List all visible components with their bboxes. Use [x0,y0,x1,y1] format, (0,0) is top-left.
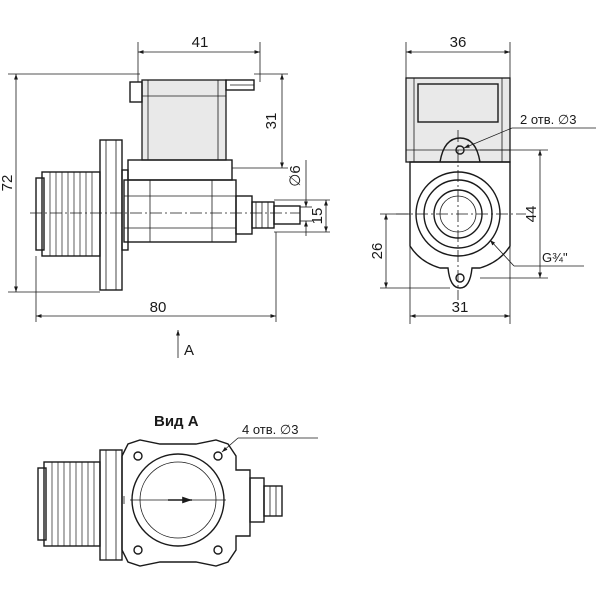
dim-d6: ∅6 [287,165,304,186]
front-body [409,161,511,289]
dim-72: 72 [0,175,16,192]
view-a-body [121,439,251,567]
view-a-hole-4 [213,545,223,555]
thread-lines [49,172,93,256]
view-a-title: Вид А [154,413,199,430]
valve-body-top [127,159,233,181]
note-thread: G¾" [542,250,568,265]
side-view: 41 72 31 ∅6 15 80 A [0,34,330,359]
dim-15: 15 [309,208,326,225]
valve-body [123,179,237,243]
view-a-hole-1 [133,451,143,461]
dim-31-bottom: 31 [452,299,469,316]
view-a: Вид А [37,413,318,567]
dim-31: 31 [263,113,280,130]
view-a-hole-3 [133,545,143,555]
front-view: 36 2 отв. ∅3 44 26 G¾" 31 [369,34,596,324]
inlet-flange [99,139,123,291]
mount-hole-bottom [455,273,465,283]
dim-80: 80 [150,299,167,316]
view-a-hole-2 [213,451,223,461]
mount-hole-top [455,145,465,155]
view-a-thread [43,461,101,547]
front-coil [405,77,511,163]
threaded-inlet [41,171,101,257]
view-a-flange [99,449,123,561]
coil-housing [141,79,227,161]
dim-44: 44 [523,206,540,223]
note-4-holes: 4 отв. ∅3 [242,422,298,437]
note-2-holes: 2 отв. ∅3 [520,112,576,127]
dim-26: 26 [369,243,386,260]
outlet-fitting [235,195,253,235]
dim-41: 41 [192,34,209,51]
view-a-thread-lines [51,462,95,546]
dim-36: 36 [450,34,467,51]
view-arrow-label: A [184,342,194,359]
view-a-outlet [249,477,265,523]
